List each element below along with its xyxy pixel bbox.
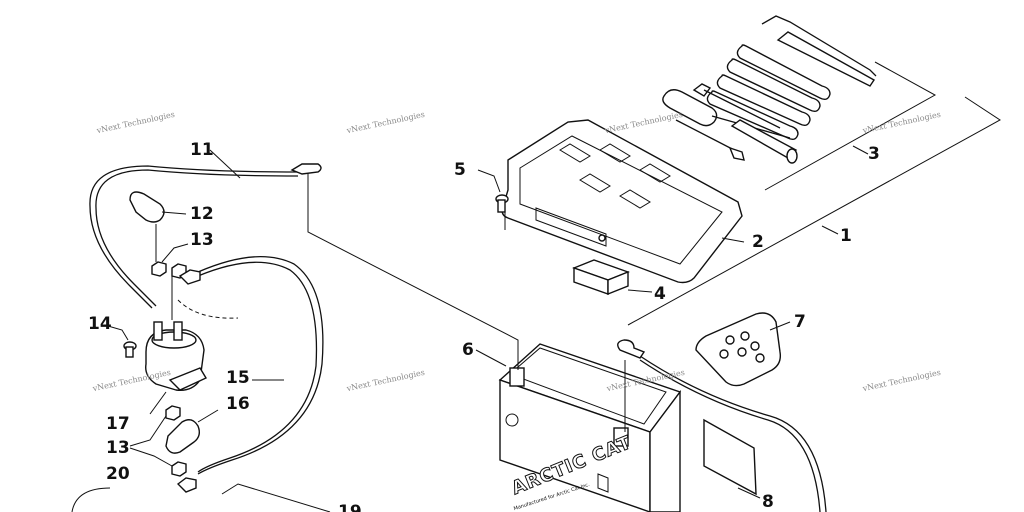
- assembly-bracket: [627, 96, 1001, 326]
- tool-kit: [662, 15, 877, 164]
- battery: [475, 343, 682, 512]
- cable-20-lead: [71, 487, 111, 512]
- nuts-13-top: [151, 243, 189, 279]
- battery-terminal-ring: [617, 339, 646, 359]
- callout-7: 7: [794, 312, 806, 332]
- callout-16: 16: [226, 394, 250, 414]
- screw-5: [477, 169, 509, 230]
- cable-11: [89, 149, 322, 309]
- nuts-13-bottom: [129, 405, 197, 493]
- callout-17: 17: [106, 414, 130, 434]
- boot-12: [129, 191, 187, 262]
- callout-2: 2: [752, 232, 764, 252]
- callout-19: 19: [338, 502, 362, 512]
- cable-15: [178, 256, 324, 475]
- leader-cable-to-battery: [307, 168, 519, 370]
- callout-4: 4: [654, 284, 666, 304]
- callout-12: 12: [190, 204, 214, 224]
- callout-15: 15: [226, 368, 250, 388]
- battery-cable-right: [639, 355, 827, 512]
- callout-8: 8: [762, 492, 774, 512]
- battery-cable-right-2: [639, 359, 821, 512]
- callout-1: 1: [840, 226, 852, 246]
- tool-kit-bracket: [764, 61, 937, 191]
- callout-6: 6: [462, 340, 474, 360]
- boot-16: [165, 409, 219, 454]
- callout-13-bottom: 13: [106, 438, 130, 458]
- solenoid-17: [145, 276, 208, 415]
- bolt-14: [107, 325, 137, 358]
- pad-4: [572, 259, 653, 296]
- dashed-wire: [177, 299, 239, 319]
- label-8: [703, 418, 761, 499]
- tool-tray: [501, 119, 745, 284]
- callout-11: 11: [190, 140, 214, 160]
- callout-20: 20: [106, 464, 130, 484]
- leader-19: [221, 483, 331, 512]
- callout-5: 5: [454, 160, 466, 180]
- callout-3: 3: [868, 144, 880, 164]
- callout-14: 14: [88, 314, 112, 334]
- hardware-kit: [695, 312, 791, 387]
- callout-13-top: 13: [190, 230, 214, 250]
